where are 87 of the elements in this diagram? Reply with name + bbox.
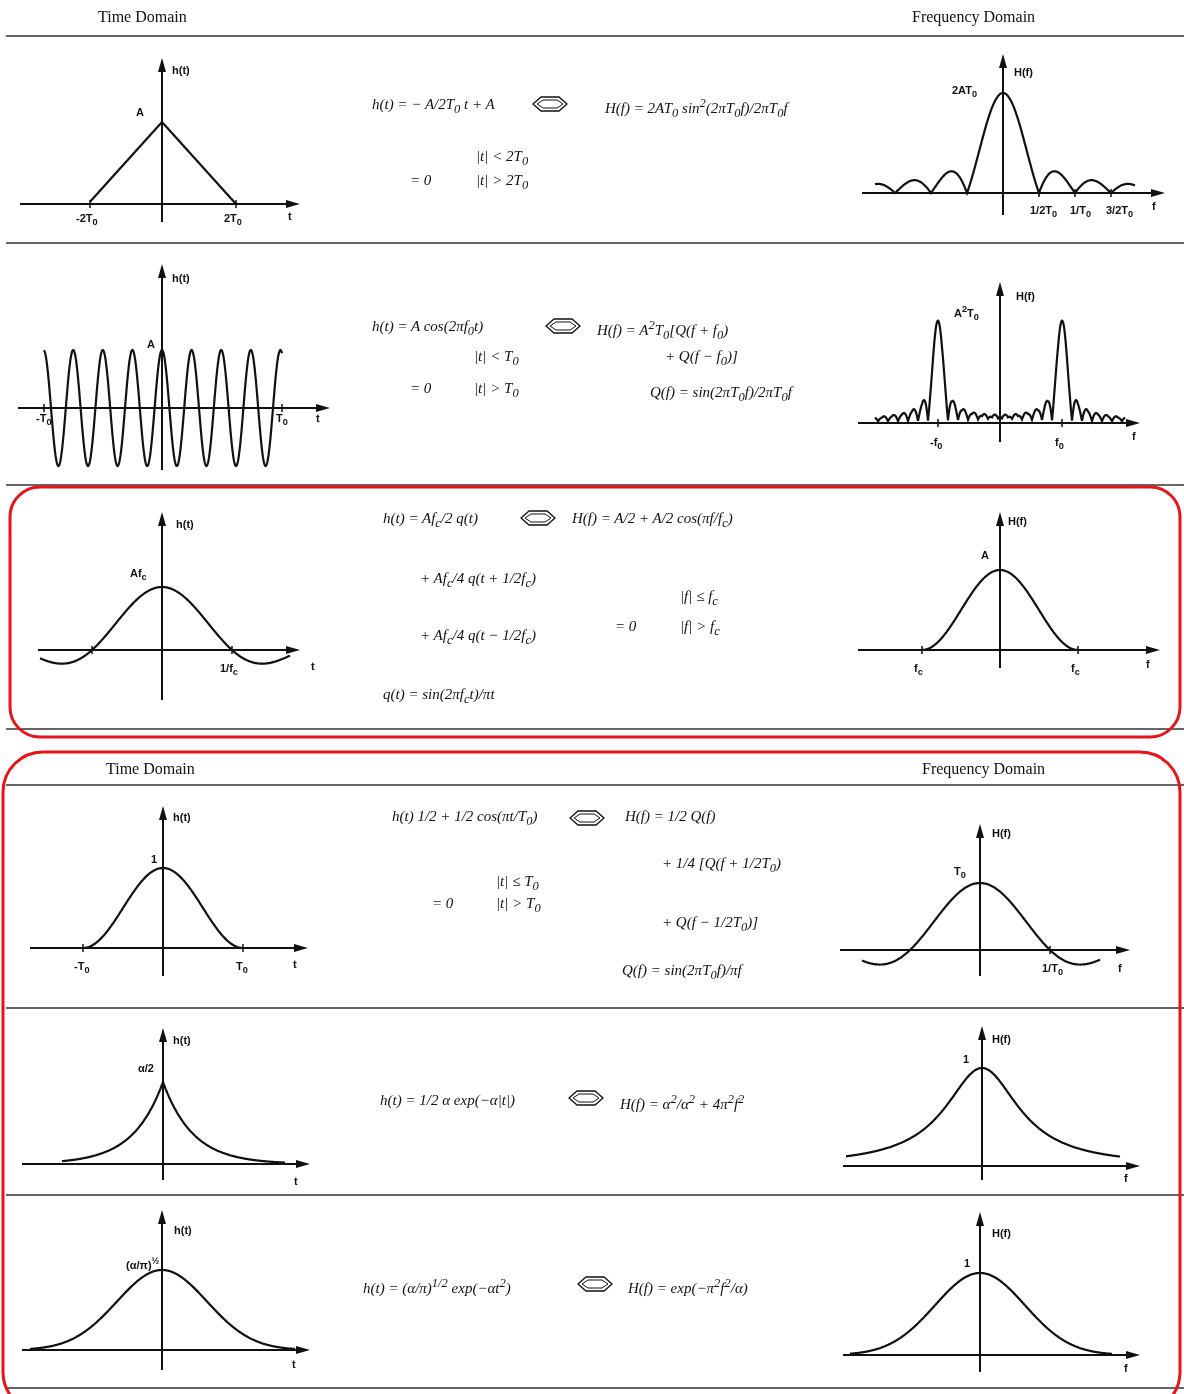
axis-label: f: [1152, 200, 1156, 212]
formula-text: = 0: [410, 380, 432, 397]
tick-label: T$_{0}$: [236, 960, 248, 976]
axis-label: f: [1146, 658, 1150, 670]
axis-label: H(f): [1016, 290, 1035, 302]
axis-label: t: [294, 1175, 298, 1187]
formula-text: |t| < 2T$_{0}$: [476, 148, 529, 169]
tick-label: 1/f$_{c}$: [220, 662, 238, 678]
formula-text: = 0: [615, 618, 637, 635]
tick-label: 1: [963, 1053, 970, 1065]
axis-label: H(f): [1014, 66, 1033, 78]
tick-label: 1: [151, 853, 158, 865]
formula-text: |f| > f$_{c}$: [680, 618, 720, 639]
formula-text: + 1/4 [Q(f + 1/2T$_{0}$): [662, 855, 781, 876]
tick-label: -T$_{0}$: [36, 412, 52, 428]
axis-label: f: [1118, 962, 1122, 974]
tick-label: 1/T$_{0}$: [1042, 962, 1063, 978]
column-header: Time Domain: [98, 8, 187, 26]
axis-label: h(t): [176, 518, 194, 530]
formula-text: |t| > 2T$_{0}$: [476, 172, 529, 193]
axis-label: f: [1124, 1362, 1128, 1374]
formula-text: + Q(f − 1/2T$_{0}$)]: [662, 914, 759, 935]
tick-label: α/2: [138, 1062, 154, 1074]
formula-text: H(f) = α$^{2}$/α$^{2}$ + 4π$^{2}$f$^{2}$: [620, 1092, 745, 1113]
axis-label: t: [311, 660, 315, 672]
tick-label: -f$_{0}$: [930, 436, 943, 452]
formula-text: H(f) = A/2 + A/2 cos(πf/f$_{c}$): [572, 510, 733, 531]
formula-text: H(f) = exp(−π$^{2}$f$^{2}$/α): [628, 1276, 748, 1297]
formula-text: h(t) = − A/2T$_{0}$ t + A: [372, 96, 495, 117]
axis-label: h(t): [173, 811, 191, 823]
tick-label: 2AT$_{0}$: [952, 84, 978, 100]
tick-label: f$_{0}$: [1055, 436, 1064, 452]
tick-label: (α/π)$^{½}$: [126, 1256, 160, 1271]
formula-text: h(t) = 1/2 α exp(−α|t|): [380, 1092, 516, 1109]
formula-text: |t| > T$_{0}$: [496, 895, 541, 916]
column-header: Time Domain: [106, 760, 195, 778]
formula-text: H(f) = 1/2 Q(f): [625, 808, 716, 825]
formula-text: = 0: [410, 172, 432, 189]
formula-text: h(t) = (α/π)$^{1/2}$ exp(−αt$^{2}$): [363, 1276, 511, 1297]
axis-label: f: [1124, 1172, 1128, 1184]
tick-label: 1/T$_{0}$: [1070, 204, 1091, 220]
axis-label: h(t): [172, 64, 190, 76]
tick-label: 2T$_{0}$: [224, 212, 242, 228]
axis-label: h(t): [172, 272, 190, 284]
column-header: Frequency Domain: [912, 8, 1036, 26]
column-header: Frequency Domain: [922, 760, 1046, 778]
tick-label: f$_{c}$: [1071, 662, 1080, 678]
tick-label: -T$_{0}$: [74, 960, 90, 976]
tick-label: f$_{c}$: [914, 662, 923, 678]
axis-label: f: [1132, 430, 1136, 442]
formula-text: Q(f) = sin(2πT$_{0}$f)/πf: [622, 962, 742, 983]
axis-label: H(f): [992, 827, 1011, 839]
formula-text: |t| > T$_{0}$: [474, 380, 519, 401]
formula-text: H(f) = 2AT$_{0}$ sin$^{2}$(2πT$_{0}$f)/2πT$_{0}$f: [605, 96, 788, 121]
formula-text: |t| ≤ T$_{0}$: [496, 873, 539, 894]
tick-label: 3/2T$_{0}$: [1106, 204, 1134, 220]
formula-text: = 0: [432, 895, 454, 912]
axis-label: H(f): [1008, 515, 1027, 527]
formula-text: Q(f) = sin(2πT$_{0}$f)/2πT$_{0}$f: [650, 384, 792, 405]
tick-label: Af$_{c}$: [130, 567, 147, 583]
axis-label: H(f): [992, 1033, 1011, 1045]
formula-text: h(t) = A cos(2πf$_{0}$t): [372, 318, 484, 339]
tick-label: A: [147, 338, 155, 350]
formula-text: H(f) = A$^{2}$T$_{0}$[Q(f + f$_{0}$): [597, 318, 729, 343]
formula-text: h(t) 1/2 + 1/2 cos(πt/T$_{0}$): [392, 808, 538, 829]
axis-label: H(f): [992, 1227, 1011, 1239]
axis-label: t: [316, 412, 320, 424]
formula-text: h(t) = Af$_{c}$/2 q(t): [383, 510, 478, 531]
formula-text: |f| ≤ f$_{c}$: [680, 588, 718, 609]
tick-label: A: [136, 106, 144, 118]
axis-label: t: [288, 210, 292, 222]
axis-label: h(t): [173, 1034, 191, 1046]
formula-text: |t| < T$_{0}$: [474, 348, 519, 369]
tick-label: T$_{0}$: [954, 865, 966, 881]
axis-label: t: [292, 1358, 296, 1370]
tick-label: 1/2T$_{0}$: [1030, 204, 1058, 220]
formula-text: + Q(f − f$_{0}$)]: [665, 348, 738, 369]
tick-label: T$_{0}$: [276, 412, 288, 428]
tick-label: 1: [964, 1257, 971, 1269]
tick-label: A$^{2}$T$_{0}$: [954, 304, 979, 322]
formula-text: + Af$_{c}$/4 q(t − 1/2f$_{c}$): [420, 627, 537, 648]
tick-label: -2T$_{0}$: [76, 212, 98, 228]
axis-label: h(t): [174, 1224, 192, 1236]
axis-label: t: [293, 958, 297, 970]
formula-text: q(t) = sin(2πf$_{c}$t)/πt: [383, 686, 495, 707]
formula-text: + Af$_{c}$/4 q(t + 1/2f$_{c}$): [420, 570, 537, 591]
tick-label: A: [981, 549, 989, 561]
